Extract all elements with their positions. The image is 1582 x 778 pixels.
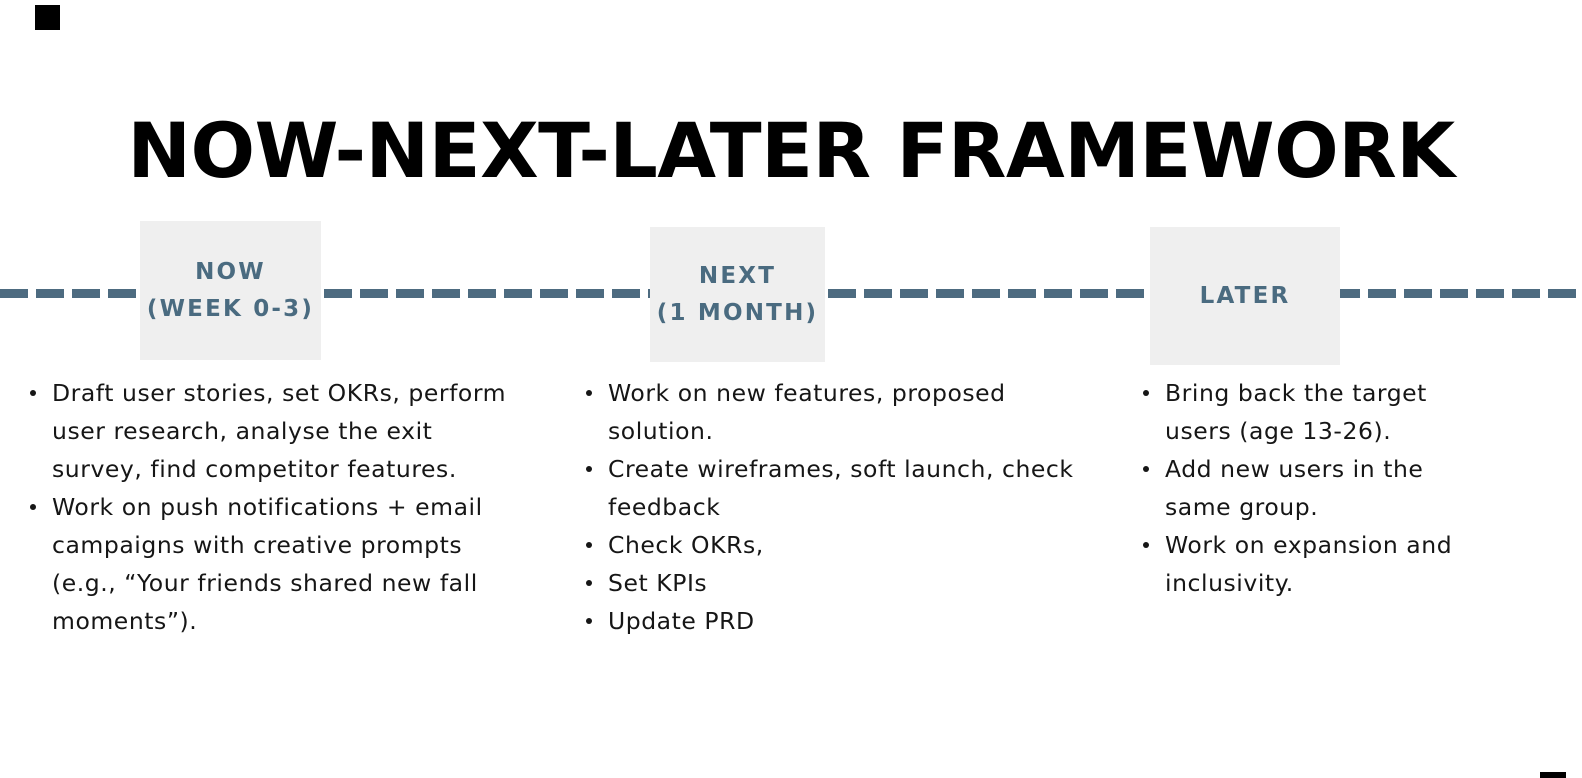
milestone-now-label: NOW (195, 258, 266, 285)
bullet-dot-icon (1143, 542, 1149, 548)
list-item: Set KPIs (578, 564, 1106, 602)
bullet-dot-icon (30, 390, 36, 396)
list-item-text: Bring back the target users (age 13-26). (1165, 379, 1427, 445)
bullet-dot-icon (586, 618, 592, 624)
list-item: Work on push notifications + email campa… (22, 488, 522, 640)
bullet-dot-icon (586, 580, 592, 586)
milestone-next-timeframe: (1 MONTH) (656, 299, 819, 326)
list-item-text: Work on expansion and inclusivity. (1165, 531, 1453, 597)
milestone-later: LATER (1150, 227, 1340, 365)
bullet-column-next: Work on new features, proposed solution.… (578, 374, 1106, 640)
milestone-now-timeframe: (WEEK 0-3) (146, 295, 315, 322)
list-item-text: Update PRD (608, 607, 755, 635)
page-title: NOW-NEXT-LATER FRAMEWORK (127, 105, 1455, 195)
milestone-next: NEXT (1 MONTH) (650, 227, 825, 362)
bullet-column-later: Bring back the target users (age 13-26).… (1135, 374, 1475, 602)
milestone-later-label: LATER (1199, 282, 1291, 309)
list-item: Bring back the target users (age 13-26). (1135, 374, 1475, 450)
list-item: Update PRD (578, 602, 1106, 640)
milestone-next-label: NEXT (698, 262, 777, 289)
bullet-list-later: Bring back the target users (age 13-26).… (1135, 374, 1475, 602)
bullet-list-next: Work on new features, proposed solution.… (578, 374, 1106, 640)
bullet-dot-icon (586, 542, 592, 548)
bullet-dot-icon (1143, 390, 1149, 396)
list-item-text: Work on push notifications + email campa… (52, 493, 483, 635)
list-item: Check OKRs, (578, 526, 1106, 564)
list-item: Add new users in the same group. (1135, 450, 1475, 526)
list-item-text: Check OKRs, (608, 531, 764, 559)
list-item-text: Set KPIs (608, 569, 708, 597)
bullet-dot-icon (586, 466, 592, 472)
list-item-text: Draft user stories, set OKRs, perform us… (52, 379, 507, 483)
decorative-square-top-left (35, 5, 60, 30)
list-item: Work on new features, proposed solution. (578, 374, 1106, 450)
bullet-list-now: Draft user stories, set OKRs, perform us… (22, 374, 522, 640)
list-item-text: Create wireframes, soft launch, check fe… (608, 455, 1074, 521)
list-item: Create wireframes, soft launch, check fe… (578, 450, 1106, 526)
bullet-dot-icon (1143, 466, 1149, 472)
decorative-bar-bottom-right (1540, 772, 1566, 778)
list-item-text: Add new users in the same group. (1165, 455, 1424, 521)
bullet-column-now: Draft user stories, set OKRs, perform us… (22, 374, 522, 640)
milestone-now: NOW (WEEK 0-3) (140, 221, 321, 360)
list-item: Draft user stories, set OKRs, perform us… (22, 374, 522, 488)
list-item-text: Work on new features, proposed solution. (608, 379, 1006, 445)
bullet-dot-icon (30, 504, 36, 510)
list-item: Work on expansion and inclusivity. (1135, 526, 1475, 602)
bullet-dot-icon (586, 390, 592, 396)
bullet-columns: Draft user stories, set OKRs, perform us… (0, 374, 1582, 694)
